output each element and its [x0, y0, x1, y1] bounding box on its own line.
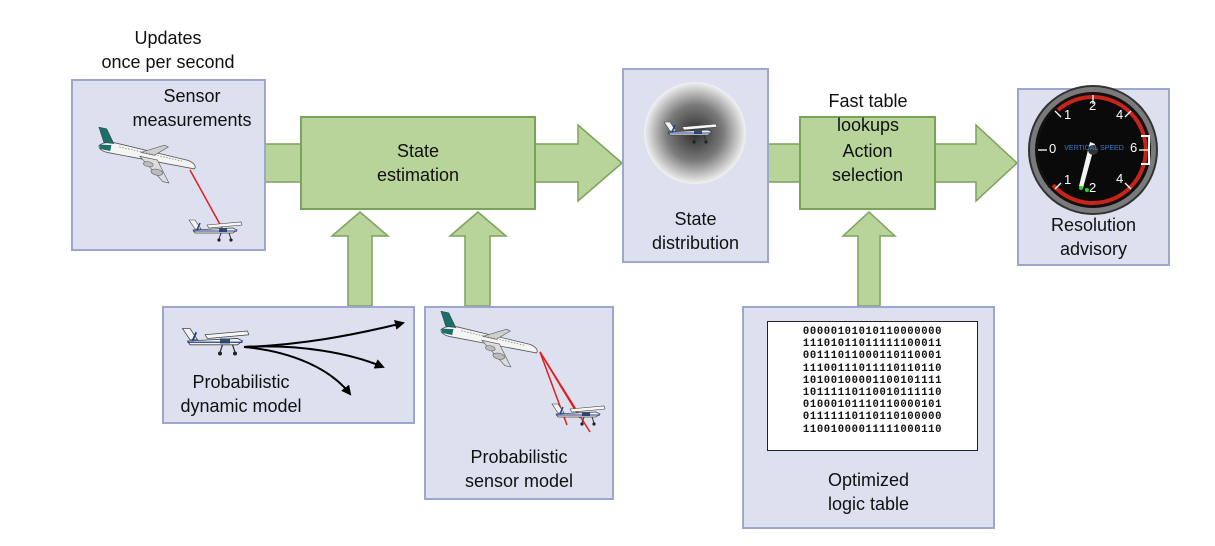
estimation-line2: estimation: [376, 165, 460, 185]
sensor-measurements-label: Sensor measurements: [112, 84, 272, 132]
sensor-measurements-box: [71, 79, 266, 251]
sensor-model-line1: Probabilistic: [470, 447, 568, 467]
state-distribution-label: State distribution: [622, 207, 769, 255]
updates-line1: Updates: [134, 28, 202, 48]
logic-table-row: 11001000011111000110: [802, 423, 943, 436]
sensor-model-label: Probabilistic sensor model: [424, 445, 614, 493]
logic-table-row: 00111011000110110001: [802, 350, 943, 363]
flow-arrow-sensor-model-up: [447, 211, 509, 307]
sensor-jet-icon: [90, 126, 200, 189]
estimation-line1: State: [396, 141, 440, 161]
logic-table-row: 00000101010110000000: [802, 326, 943, 338]
state-estimation-label: State estimation: [318, 139, 518, 187]
logic-table-grid: 00000101010110000000 1110101101111110001…: [767, 321, 978, 451]
flow-arrow-dynamic-model-up: [329, 211, 391, 307]
dynamic-model-cessna-icon: [181, 327, 250, 357]
logic-table-row: 11101011011111100011: [802, 338, 943, 351]
vertical-speed-gauge-icon: [1028, 85, 1158, 215]
fast-line2: lookups: [836, 115, 900, 135]
logic-table-row: 10111110110010111110: [802, 387, 943, 400]
sensor-line1: Sensor: [163, 86, 221, 106]
updates-label: Updates once per second: [98, 26, 238, 74]
fast-lookups-label: Fast table lookups: [798, 89, 938, 137]
logic-table-row: 01000101110110000101: [802, 399, 943, 412]
sensor-cessna-icon: [188, 219, 243, 243]
distribution-line2: distribution: [651, 233, 740, 253]
sensor-model-jet-icon: [432, 310, 542, 373]
sensor-model-box: [424, 306, 614, 500]
gauge-number-6: 6: [1130, 140, 1138, 155]
resolution-advisory-label: Resolution advisory: [1017, 213, 1170, 261]
advisory-line2: advisory: [1059, 239, 1128, 259]
logic-table-row: 10100100001100101111: [802, 374, 943, 387]
gauge-number-4-top: 4: [1116, 107, 1124, 122]
sensor-model-line2: sensor model: [464, 471, 574, 491]
action-line2: selection: [831, 165, 904, 185]
logic-line1: Optimized: [827, 470, 910, 490]
flow-arrow-action-to-advisory: [934, 123, 1019, 203]
action-selection-label: Action selection: [799, 139, 936, 187]
gauge-number-1-top: 1: [1064, 107, 1072, 122]
gauge-number-2-top: 2: [1089, 98, 1097, 113]
dynamic-line1: Probabilistic: [192, 372, 290, 392]
dynamic-model-box: [162, 306, 415, 424]
gauge-title: VERTICAL SPEED: [1064, 145, 1124, 152]
state-estimation-box: [300, 116, 536, 210]
advisory-line1: Resolution: [1050, 215, 1137, 235]
gauge-number-4-bottom: 4: [1116, 171, 1124, 186]
distribution-line1: State: [674, 209, 717, 229]
trajectory-arrows-icon: [243, 320, 405, 396]
logic-line2: logic table: [827, 494, 910, 514]
dynamic-line2: dynamic model: [180, 396, 302, 416]
logic-table-row: 11100111011110110110: [802, 362, 943, 375]
updates-line2: once per second: [101, 52, 235, 72]
sensor-line-icon: [189, 169, 223, 229]
gauge-number-2-bottom: 2: [1089, 180, 1097, 195]
sensor-model-cessna-icon: [551, 403, 606, 427]
action-selection-box: [799, 116, 936, 210]
dynamic-model-label: Probabilistic dynamic model: [166, 370, 316, 418]
logic-table-label: Optimized logic table: [742, 468, 995, 516]
gauge-number-0: 0: [1049, 141, 1057, 156]
logic-table-row: 01111110110110100000: [802, 411, 943, 424]
fast-line1: Fast table: [828, 91, 908, 111]
gauge-number-1-bottom: 1: [1064, 172, 1072, 187]
flow-arrow-logic-table-up: [841, 210, 897, 307]
sensor-line2: measurements: [132, 110, 252, 130]
flow-arrow-estimation-to-distribution: [534, 123, 624, 203]
action-line1: Action: [842, 141, 893, 161]
